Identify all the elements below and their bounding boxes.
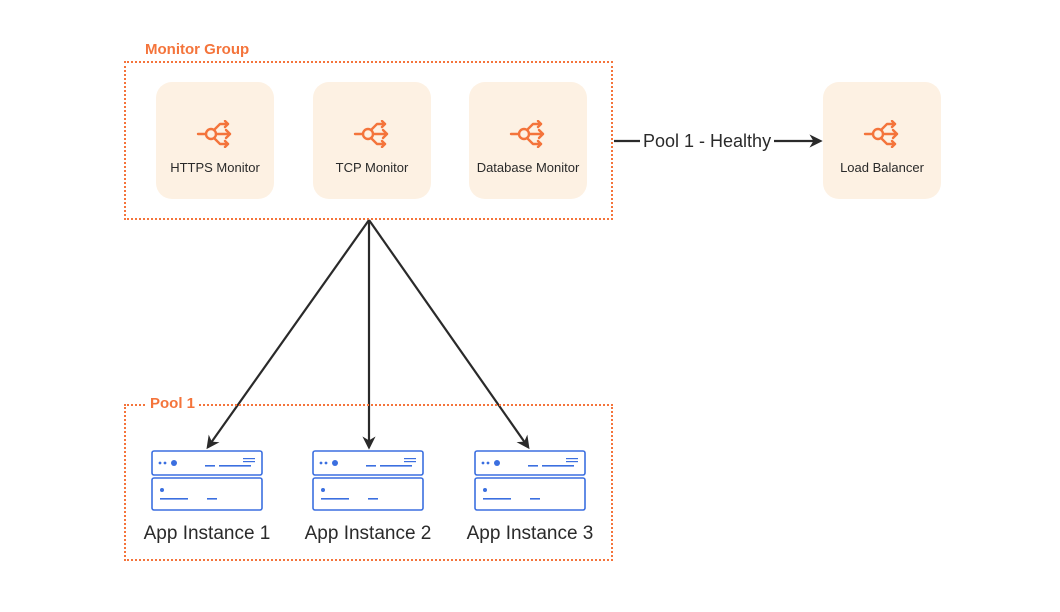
load-balancer-icon: [196, 120, 232, 148]
pool-healthy-edge-label: Pool 1 - Healthy: [640, 130, 775, 152]
monitor-group-box: [124, 61, 613, 220]
https-monitor-label: HTTPS Monitor: [170, 160, 260, 175]
tcp-monitor-label: TCP Monitor: [335, 160, 409, 175]
load-balancer-label: Load Balancer: [840, 160, 924, 175]
app-instance-1-label: App Instance 1: [143, 523, 271, 544]
load-balancer-icon: [353, 120, 389, 148]
server-icon[interactable]: [312, 450, 424, 514]
monitor-group-label: Monitor Group: [142, 42, 253, 58]
app-instance-3-label: App Instance 3: [466, 523, 594, 544]
arrow-to-app-instance-1: [206, 219, 370, 450]
database-monitor-card[interactable]: Database Monitor: [469, 82, 587, 199]
load-balancer-card[interactable]: Load Balancer: [823, 82, 941, 199]
server-icon[interactable]: [151, 450, 263, 514]
server-icon[interactable]: [474, 450, 586, 514]
pool-group-box: [124, 404, 613, 561]
pool-group-label: Pool 1: [147, 396, 199, 412]
load-balancer-icon: [509, 120, 545, 148]
app-instance-2-label: App Instance 2: [304, 523, 432, 544]
arrow-to-app-instance-3: [368, 219, 530, 450]
https-monitor-card[interactable]: HTTPS Monitor: [156, 82, 274, 199]
tcp-monitor-card[interactable]: TCP Monitor: [313, 82, 431, 199]
load-balancer-icon: [863, 120, 899, 148]
database-monitor-label: Database Monitor: [476, 160, 580, 175]
